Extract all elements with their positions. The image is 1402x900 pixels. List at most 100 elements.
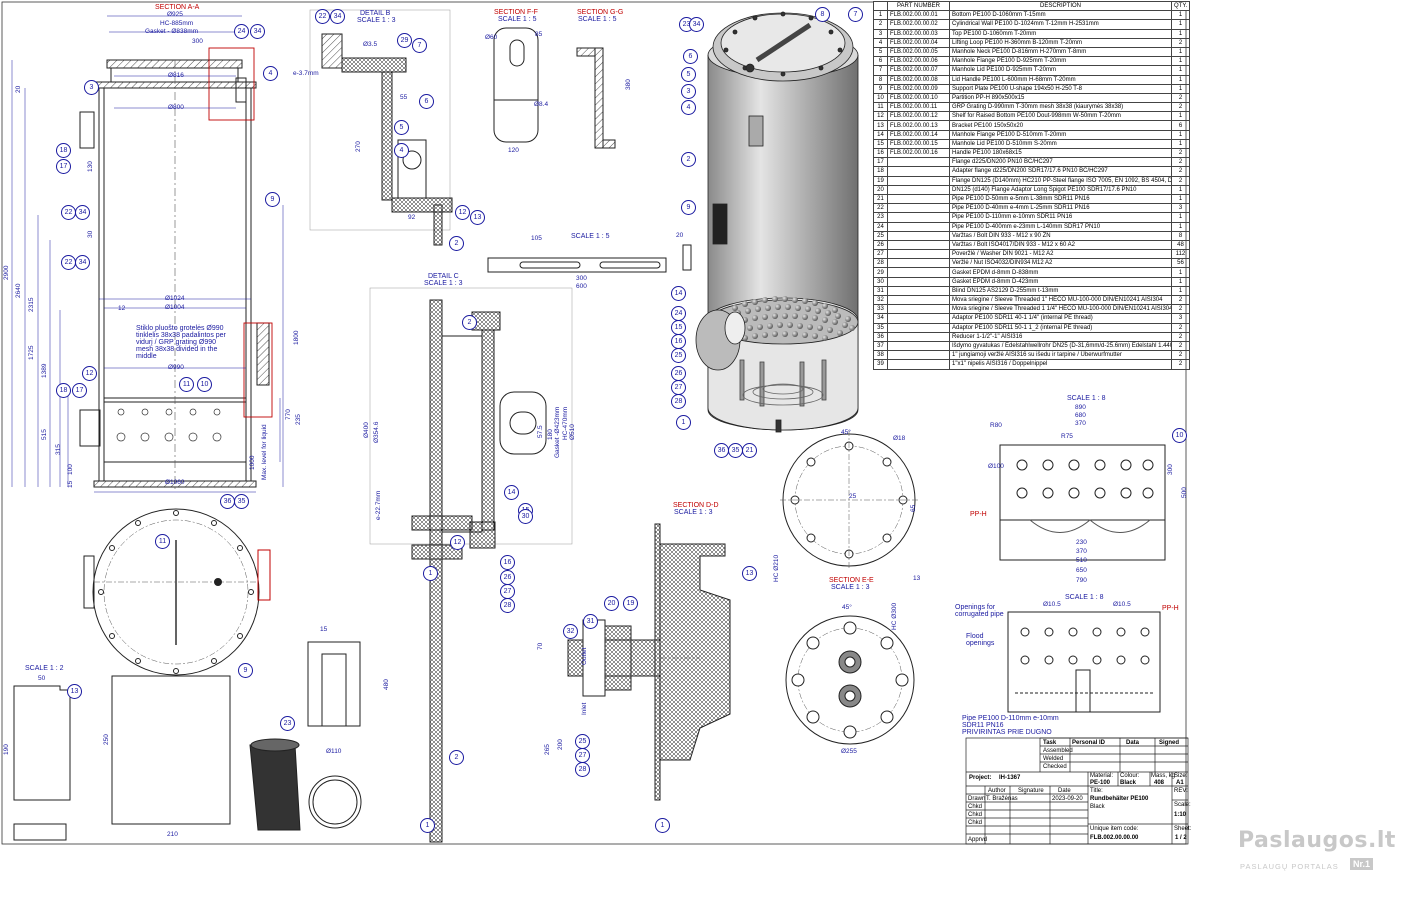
bom-item-no: 22: [873, 203, 888, 214]
bom-description: Mova sriegine / Sleeve Threaded 1" HECO …: [949, 294, 1172, 306]
bom-description: Pipe PE100 D-110mm e-10mm SDR11 PN16: [949, 212, 1172, 223]
dim-1000: 1000: [249, 455, 256, 470]
bom-part-number: [887, 203, 950, 214]
bom-description: Poveržlė / Washer DIN 9021 - M12 A2: [949, 249, 1172, 260]
bom-qty: 1: [1171, 193, 1190, 205]
balloon-c-27: 27: [500, 584, 515, 599]
bom-part-number: [887, 285, 950, 297]
balloon-18: 18: [56, 143, 71, 158]
dim-510b: 510: [1076, 557, 1087, 564]
bom-part-number: [887, 239, 950, 251]
bom-description: Gasket EPDM d-8mm D-838mm: [949, 267, 1172, 278]
bom-item-no: 24: [873, 221, 888, 232]
bom-qty: 2: [1171, 350, 1190, 361]
bom-part-number: FLB.002.00.00.06: [887, 56, 950, 67]
section-ee-title: SECTION E-E: [829, 577, 874, 584]
balloon-c-12: 12: [450, 535, 465, 550]
bom-item-no: 2: [873, 19, 888, 30]
bom-part-number: [887, 359, 950, 370]
section-aa-title: SECTION A-A: [155, 4, 200, 11]
bom-description: 1" jungiamoji veržlė AISI316 su išedu ir…: [949, 350, 1172, 361]
bom-part-number: FLB.002.00.00.01: [887, 10, 950, 21]
bom-header-qty: QTY.: [1171, 0, 1190, 12]
max-level-note: Max. level for liquid: [261, 424, 268, 480]
balloon-7: 7: [412, 38, 427, 53]
tb-colour: Black: [1120, 780, 1137, 786]
dim-110: Ø110: [326, 748, 342, 755]
bom-part-number: FLB.002.00.00.10: [887, 92, 950, 104]
balloon-c-30: 30: [518, 509, 533, 524]
dim-315: 315: [55, 444, 62, 455]
bom-qty: 1: [1171, 138, 1190, 150]
bom-description: Support Plate PE100 U-shape 194x50 H-250…: [949, 83, 1172, 94]
bom-item-no: 20: [873, 184, 888, 195]
partition-view-a: [999, 444, 1166, 561]
pipe-note-3: PRIVIRINTAS PRIE DUGNO: [962, 729, 1052, 736]
watermark-subtitle: PASLAUGŲ PORTALAS: [1240, 862, 1339, 871]
tb-code: FLB.002.00.00.00: [1090, 835, 1139, 841]
bom-item-no: 9: [873, 83, 888, 94]
dim-250: 250: [103, 734, 110, 745]
balloon-d-32: 32: [563, 624, 578, 639]
tb-size-label: Size:: [1174, 773, 1188, 779]
section-dd-view: [567, 523, 731, 801]
dim-270: 270: [355, 141, 362, 152]
bom-item-no: 27: [873, 249, 888, 260]
bom-part-number: FLB.002.00.00.13: [887, 120, 950, 131]
bom-qty: 3: [1171, 313, 1190, 324]
dim-1004: Ø1004: [165, 304, 185, 311]
bom-item-no: 35: [873, 322, 888, 333]
dim-1389: 1389: [41, 363, 48, 378]
dim-510: Ø510: [569, 424, 576, 440]
bom-part-number: FLB.002.00.00.05: [887, 46, 950, 58]
tb-date: Date: [1058, 788, 1071, 794]
bom-header-row: PART NUMBER DESCRIPTION QTY.: [873, 0, 1190, 12]
bom-qty: 8: [1171, 230, 1190, 241]
bom-description: Blind DN125 AS2129 D-255mm t-13mm: [949, 285, 1172, 297]
dim-265: 265: [544, 744, 551, 755]
bom-item-no: 28: [873, 258, 888, 269]
tb-assembled: Assembled: [1043, 748, 1073, 754]
bom-qty: 1: [1171, 285, 1190, 297]
dim-45a: 45°: [841, 429, 851, 436]
balloon-34b: 34: [75, 205, 90, 220]
balloon-iso-7: 7: [848, 7, 863, 22]
bom-qty: 1: [1171, 56, 1190, 67]
dim-2315: 2315: [28, 297, 35, 312]
bom-description: Manhole Lid PE100 D-925mm T-20mm: [949, 65, 1172, 76]
grating-note-3: vidurį / GRP grating Ø990: [136, 339, 217, 346]
section-gg-scale: SCALE 1 : 5: [578, 16, 617, 23]
balloon-d-1: 1: [655, 818, 670, 833]
balloon-17b: 17: [72, 383, 87, 398]
balloon-34d: 34: [330, 9, 345, 24]
dim-105c: Ø10.5: [1113, 601, 1131, 608]
balloon-10: 10: [197, 377, 212, 392]
bom-description: Adaptor PE100 SDR11 50-1 1_2 (internal P…: [949, 322, 1172, 333]
bom-part-number: FLB.002.00.00.08: [887, 74, 950, 85]
bom-qty: 2: [1171, 294, 1190, 306]
bom-description: Adapter flange d225/DN200 SDR17/17.6 PN1…: [949, 166, 1172, 177]
bom-description: Manhole Lid PE100 D-510mm S-20mm: [949, 138, 1172, 150]
dim-210: 210: [167, 831, 178, 838]
section-ff-scale: SCALE 1 : 5: [498, 16, 537, 23]
bom-qty: 1: [1171, 184, 1190, 195]
bom-part-number: FLB.002.00.00.03: [887, 28, 950, 39]
dim-600: 600: [576, 283, 587, 290]
balloon-c-26: 26: [500, 570, 515, 585]
dim-84: Ø8.4: [534, 101, 549, 108]
bom-item-no: 8: [873, 74, 888, 85]
isometric-vessel-view: [695, 11, 859, 433]
bom-part-number: [887, 212, 950, 223]
dim-13: 13: [913, 575, 921, 582]
dim-45b: 45°: [842, 604, 852, 611]
bom-item-no: 34: [873, 313, 888, 324]
balloon-iso-9: 9: [681, 200, 696, 215]
dim-20b: 20: [676, 232, 684, 239]
bom-description: Manhole Neck PE100 D-816mm H-270mm T-8mm: [949, 46, 1172, 58]
